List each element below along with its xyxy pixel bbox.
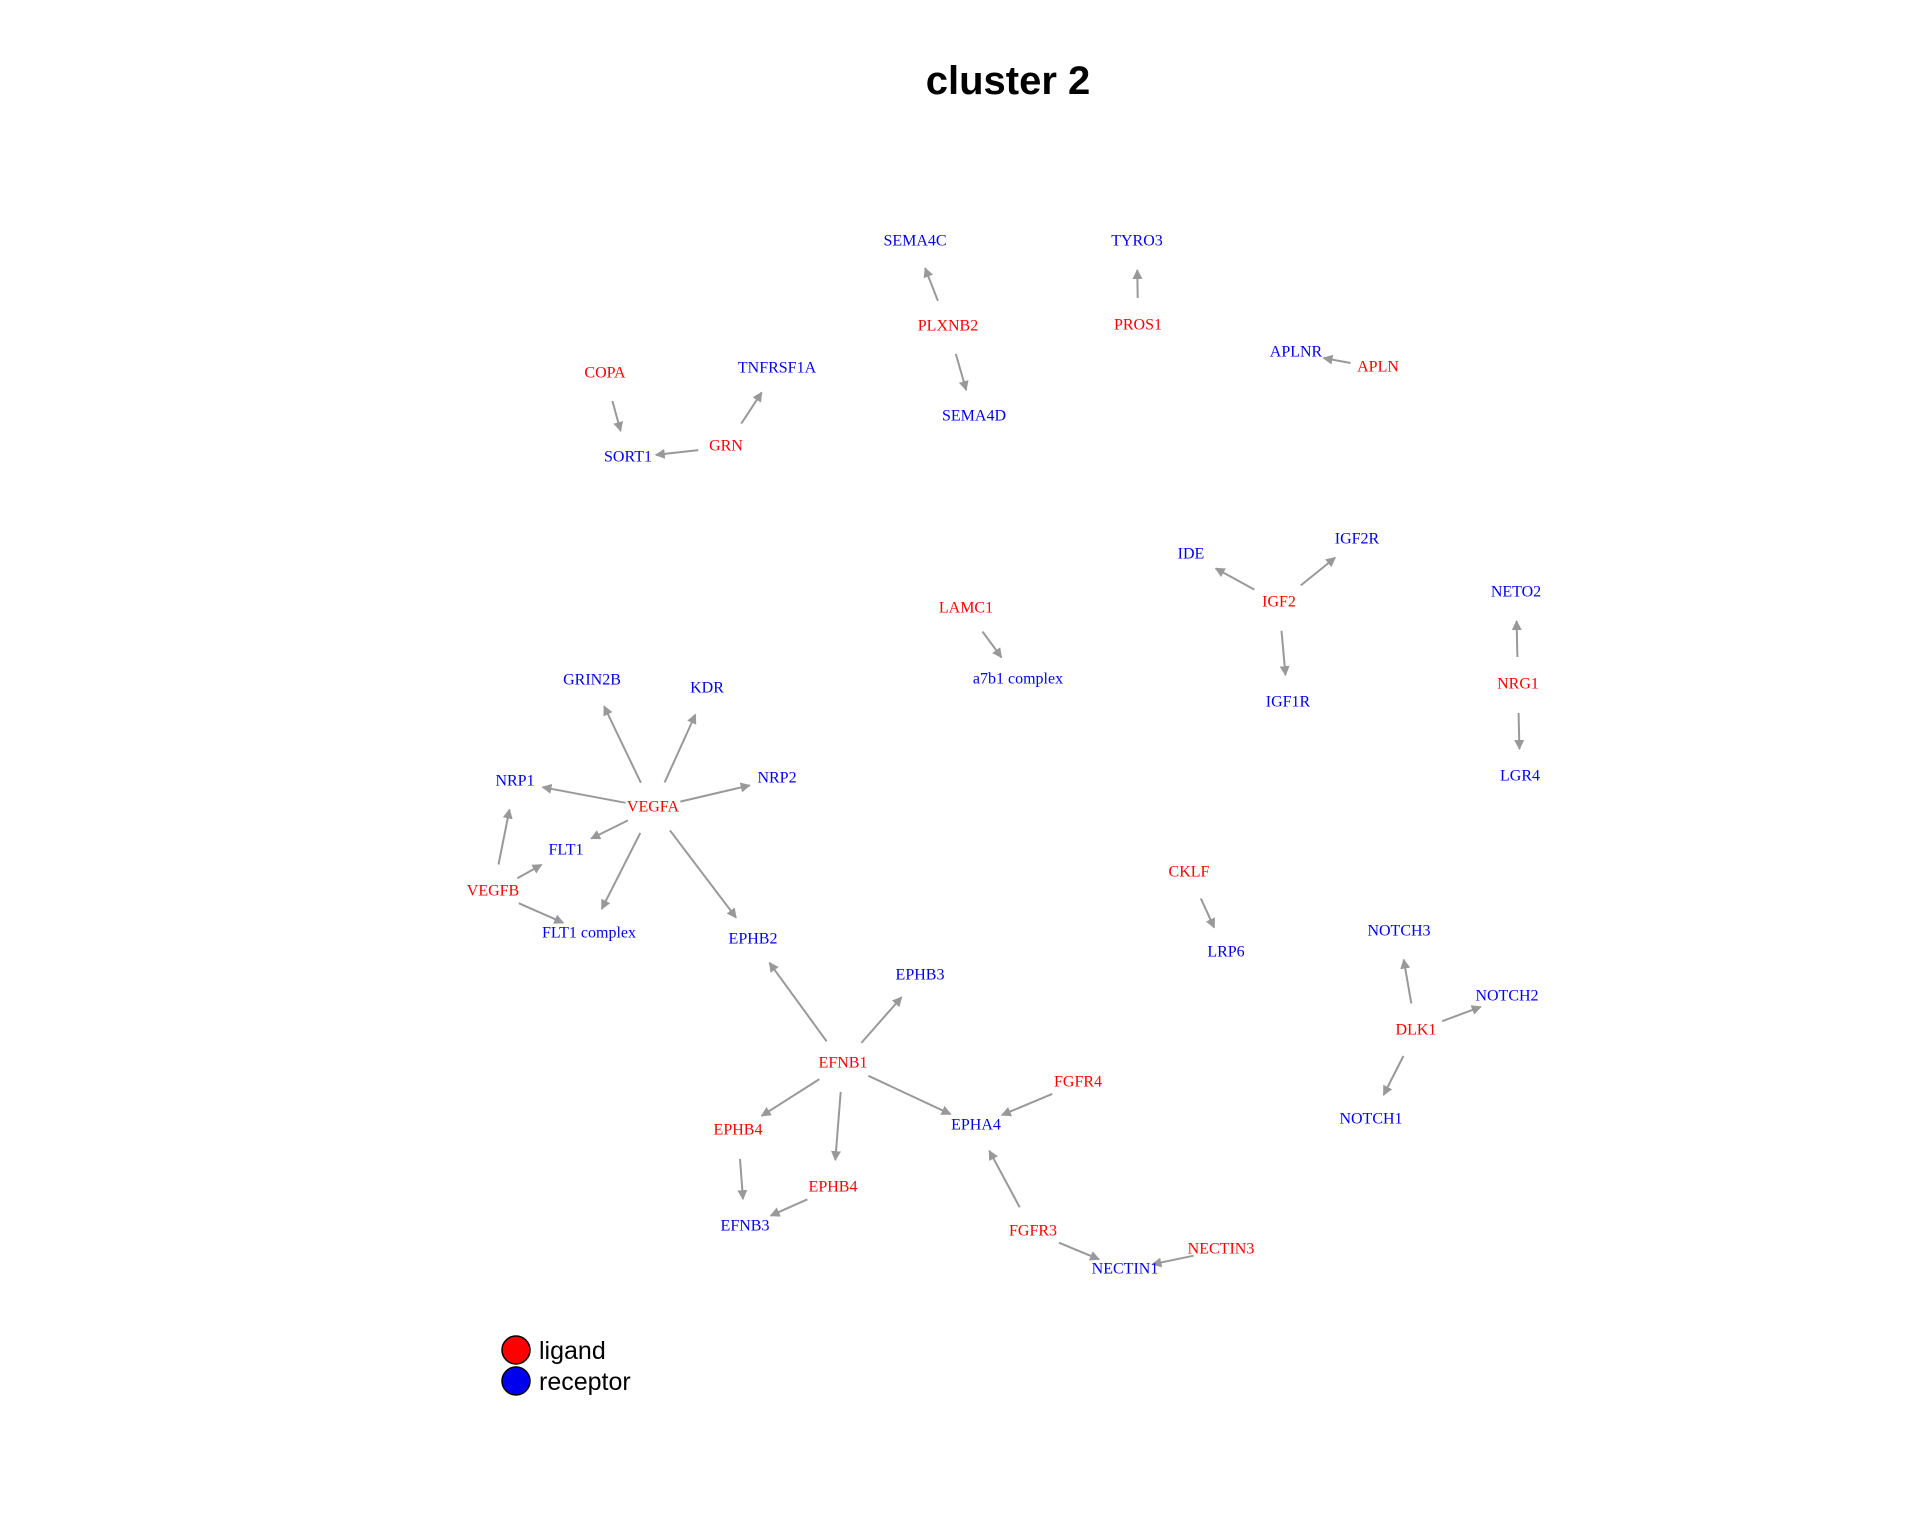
node-nrg1: NRG1 <box>1497 676 1539 693</box>
node-nectin3: NECTIN3 <box>1188 1241 1255 1258</box>
legend-swatch-ligand <box>501 1335 531 1365</box>
node-ephb4-a: EPHB4 <box>714 1122 763 1139</box>
edge-GRN-to-SORT1 <box>654 448 699 459</box>
node-fgfr4: FGFR4 <box>1054 1074 1102 1091</box>
edge-VEGFA-to-GRIN2B <box>603 705 642 784</box>
edge-FGFR4-to-EPHA4 <box>1000 1092 1053 1117</box>
node-lrp6: LRP6 <box>1207 944 1244 961</box>
node-notch1: NOTCH1 <box>1339 1111 1402 1128</box>
edge-FGFR3-to-NECTIN1 <box>1058 1241 1101 1261</box>
node-ephb3: EPHB3 <box>896 967 945 984</box>
edge-EFNB1-to-EPHB4_b <box>831 1091 842 1162</box>
node-tnfrsf1a: TNFRSF1A <box>738 360 817 377</box>
edge-NECTIN3-to-NECTIN1 <box>1151 1254 1194 1268</box>
edge-VEGFA-to-NRP1 <box>541 783 626 804</box>
edge-NRG1-to-LGR4 <box>1514 712 1525 750</box>
node-a7b1-complex: a7b1 complex <box>973 671 1063 688</box>
node-efnb3: EFNB3 <box>721 1218 770 1235</box>
node-efnb1: EFNB1 <box>819 1055 868 1072</box>
node-cklf: CKLF <box>1169 864 1210 881</box>
node-lamc1: LAMC1 <box>939 600 993 617</box>
edge-DLK1-to-NOTCH1 <box>1382 1055 1405 1096</box>
node-flt1: FLT1 <box>549 842 584 859</box>
edge-IGF2-to-IGF2R <box>1300 556 1336 587</box>
node-grn: GRN <box>709 438 743 455</box>
node-vegfb: VEGFB <box>467 883 519 900</box>
node-copa: COPA <box>584 365 626 382</box>
node-pros1: PROS1 <box>1114 317 1162 334</box>
legend-label-receptor: receptor <box>539 1368 631 1396</box>
node-nrp1: NRP1 <box>495 773 534 790</box>
node-plxnb2: PLXNB2 <box>918 318 978 335</box>
node-sort1: SORT1 <box>604 449 652 466</box>
node-igf2r: IGF2R <box>1335 531 1380 548</box>
node-kdr: KDR <box>690 680 724 697</box>
node-ephb2: EPHB2 <box>729 931 778 948</box>
edge-VEGFB-to-FLT1 complex <box>518 902 565 924</box>
edge-EFNB1-to-EPHB4_a <box>760 1078 820 1117</box>
edge-FGFR3-to-EPHA4 <box>988 1149 1021 1208</box>
legend-label-ligand: ligand <box>539 1337 606 1365</box>
node-aplnr: APLNR <box>1270 344 1323 361</box>
edge-EFNB1-to-EPHB2 <box>768 961 828 1042</box>
edge-VEGFA-to-FLT1 complex <box>600 832 642 910</box>
edge-EPHB4_a-to-EFNB3 <box>737 1158 748 1201</box>
legend: ligand receptor <box>501 1335 631 1396</box>
node-neto2: NETO2 <box>1491 584 1541 601</box>
node-lgr4: LGR4 <box>1500 768 1540 785</box>
edge-CKLF-to-LRP6 <box>1199 897 1216 929</box>
edge-COPA-to-SORT1 <box>611 400 624 432</box>
edge-VEGFA-to-EPHB2 <box>669 829 737 919</box>
edge-VEGFA-to-NRP2 <box>680 782 751 803</box>
edge-IGF2-to-IDE <box>1214 567 1255 591</box>
edge-GRN-to-TNFRSF1A <box>740 391 763 425</box>
edge-EFNB1-to-EPHA4 <box>867 1074 952 1116</box>
node-dlk1: DLK1 <box>1396 1022 1437 1039</box>
node-sema4c: SEMA4C <box>883 233 946 250</box>
edge-NRG1-to-NETO2 <box>1511 620 1522 658</box>
edge-APLN-to-APLNR <box>1322 354 1351 365</box>
edge-LAMC1-to-a7b1 complex <box>981 631 1003 659</box>
node-notch2: NOTCH2 <box>1475 988 1538 1005</box>
edge-PLXNB2-to-SEMA4D <box>954 353 969 392</box>
node-apln: APLN <box>1357 359 1399 376</box>
node-tyro3: TYRO3 <box>1111 233 1163 250</box>
node-fgfr3: FGFR3 <box>1009 1223 1057 1240</box>
edge-VEGFA-to-KDR <box>663 713 697 783</box>
node-igf1r: IGF1R <box>1266 694 1311 711</box>
node-grin2b: GRIN2B <box>563 672 621 689</box>
node-ide: IDE <box>1178 546 1205 563</box>
edge-VEGFB-to-FLT1 <box>516 863 543 880</box>
node-notch3: NOTCH3 <box>1367 923 1430 940</box>
node-vegfa: VEGFA <box>627 799 680 816</box>
node-nrp2: NRP2 <box>757 770 796 787</box>
node-nectin1: NECTIN1 <box>1092 1261 1159 1278</box>
edge-PLXNB2-to-SEMA4C <box>923 267 939 302</box>
edge-DLK1-to-NOTCH3 <box>1400 958 1413 1004</box>
edge-EPHB4_b-to-EFNB3 <box>769 1198 808 1217</box>
node-sema4d: SEMA4D <box>942 408 1006 425</box>
edge-IGF2-to-IGF1R <box>1279 630 1290 677</box>
node-ephb4-b: EPHB4 <box>809 1179 858 1196</box>
node-flt1-complex: FLT1 complex <box>542 925 636 942</box>
edge-VEGFA-to-FLT1 <box>590 819 629 840</box>
node-igf2: IGF2 <box>1262 594 1296 611</box>
node-epha4: EPHA4 <box>951 1117 1001 1134</box>
diagram-title: cluster 2 <box>926 59 1091 103</box>
edges-layer <box>497 267 1525 1268</box>
edge-EFNB1-to-EPHB3 <box>860 996 903 1044</box>
edge-DLK1-to-NOTCH2 <box>1441 1005 1482 1023</box>
edge-VEGFB-to-NRP1 <box>497 808 513 865</box>
legend-swatch-receptor <box>501 1366 531 1396</box>
